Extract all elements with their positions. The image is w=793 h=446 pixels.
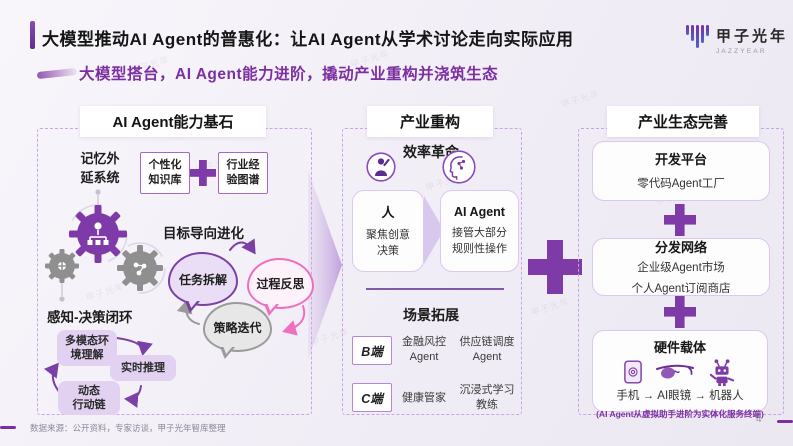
eco-card-title: 硬件载体 [653,340,706,355]
gear-icon-gray-right [117,245,163,291]
c-item-health: 健康管家 [402,391,446,404]
column-header-capability: AI Agent能力基石 [80,106,266,137]
plus-icon [190,160,216,186]
brand-name: 甲子光年 [715,28,788,45]
memory-system-label: 记忆外 延系统 [80,151,120,185]
page-title: 大模型推动AI Agent的普惠化：让AI Agent从学术讨论走向实际应用 [42,30,574,49]
personal-knowledge-box: 个性化 知识库 [140,152,190,194]
title-accent-bar [30,21,35,49]
human-card-title: 人 [381,205,395,221]
brand-logo: 甲子光年 JAZZYEAR [686,25,788,55]
footer-dash-right [777,420,793,423]
perception-loop-label: 感知-决策闭环 [47,310,133,325]
eco-card-line: 个人Agent订阅商店 [631,282,731,295]
robot-icon [709,359,735,386]
goal-evolution-label: 目标导向进化 [163,226,244,241]
b-item-finance: 金融风控 Agent [402,336,446,363]
agent-card: AI Agent 接管大部分 规则性操作 [440,190,519,272]
gear-cluster-icon [45,189,166,302]
watermark: 甲子光年 [529,296,571,318]
brand-tagline: JAZZYEAR [715,48,767,55]
ai-head-icon [442,150,476,184]
b-item-supply-chain: 供应链调度 Agent [459,336,515,363]
page-subtitle: 大模型搭台，AI Agent能力进阶，撬动产业重构并浇筑生态 [79,66,499,83]
human-card-desc: 聚焦创意 决策 [366,229,410,257]
smart-glasses-icon [656,364,694,379]
bubble-strategy-iterate: 策略迭代 [203,302,272,352]
watermark: 甲子光年 [559,88,601,110]
column-header-industry: 产业重构 [367,106,493,137]
efficiency-revolution-label: 效率革命 [403,144,459,160]
section-divider [366,288,504,290]
plus-icon-large [528,240,582,294]
org-chart-icon [87,222,109,245]
soundwave-bars-icon [686,25,709,55]
agent-card-desc: 接管大部分 规则性操作 [452,226,507,255]
bubble-task-decompose: 任务拆解 [168,252,238,306]
gear-icon-purple [69,205,127,263]
phone-icon [624,360,642,384]
agent-card-title: AI Agent [454,204,505,219]
column-header-ecosystem: 产业生态完善 [607,106,759,137]
hardware-evolution-line: 手机 → AI眼镜 → 机器人 [616,390,744,402]
industry-experience-box: 行业经 验图谱 [218,152,268,194]
source-note: 数据来源：公开资料，专家访谈，甲子光年智库整理 [30,423,226,433]
eco-card-hardware: 硬件载体 [592,330,768,419]
eco-card-dev-platform: 开发平台 零代码Agent工厂 [592,141,770,201]
person-icon [366,152,396,182]
human-card: 人 聚焦创意 决策 [352,190,424,272]
eco-card-title: 分发网络 [654,239,707,255]
step-realtime-reasoning: 实时推理 [110,355,176,381]
scenario-expansion-label: 场景拓展 [403,307,459,323]
hardware-icon-row [624,359,736,386]
column-transition-arrow [308,170,342,360]
bubble-process-reflect: 过程反思 [247,258,314,309]
eco-card-line: 零代码Agent工厂 [637,178,725,191]
c-item-learning: 沉浸式学习 教练 [459,384,515,411]
plus-icon [664,204,696,236]
plus-icon [664,296,696,328]
eco-card-line: 企业级Agent市场 [637,261,725,274]
eco-card-title: 开发平台 [654,152,707,168]
hardware-note: (AI Agent从虚拟助手进阶为实体化服务终端) [596,408,764,419]
footer-dash-left [0,426,16,429]
page-number: 4 [756,414,762,425]
gear-icon-gray-left [45,249,79,283]
step-dynamic-action-chain: 动态 行动链 [58,381,120,415]
step-multimodal-understanding: 多模态环 境理解 [57,330,117,366]
b-side-tag: B端 [352,336,392,365]
c-side-tag: C端 [352,383,392,412]
subtitle-swoosh-decoration [36,67,78,80]
eco-card-distribution: 分发网络 企业级Agent市场 个人Agent订阅商店 [592,238,770,296]
arrow-right-icon [424,196,444,264]
